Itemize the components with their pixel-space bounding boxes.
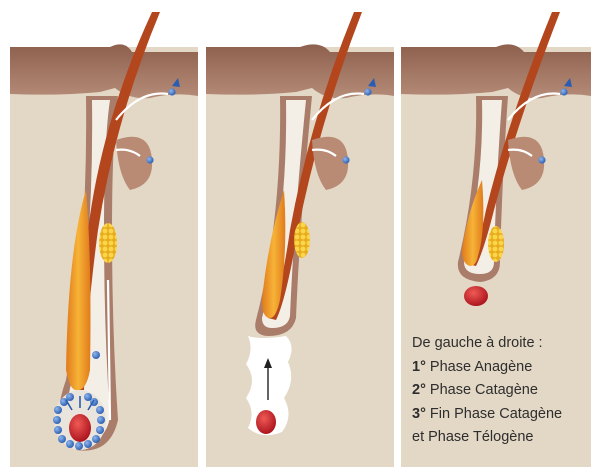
panel-anagen — [10, 12, 198, 467]
panel-catagen — [206, 12, 394, 467]
caption-item-text: Fin Phase Catagène — [429, 405, 563, 422]
matrix-cells — [53, 351, 105, 450]
caption-item-1: 1° Phase Anagène — [412, 356, 592, 380]
caption-item-text: Phase Catagène — [429, 382, 538, 398]
caption-last-line: et Phase Télogène — [412, 429, 534, 445]
caption-intro: De gauche à droite : — [412, 335, 543, 351]
caption-item-number: 2° — [412, 382, 426, 398]
retracting-sheath — [246, 336, 292, 436]
sebaceous-gland — [99, 223, 117, 263]
dermal-papilla — [69, 414, 91, 442]
panel-telogen — [401, 12, 591, 467]
hair-core — [66, 190, 91, 391]
caption-item-number: 1° — [412, 358, 426, 375]
caption-item-number: 3° — [412, 405, 426, 422]
caption: De gauche à droite : 1° Phase Anagène 2°… — [412, 332, 592, 450]
caption-item-2: 2° Phase Catagène — [412, 379, 592, 403]
caption-item-text: Phase Anagène — [429, 358, 533, 375]
caption-item-3: 3° Fin Phase Catagène — [412, 403, 592, 427]
